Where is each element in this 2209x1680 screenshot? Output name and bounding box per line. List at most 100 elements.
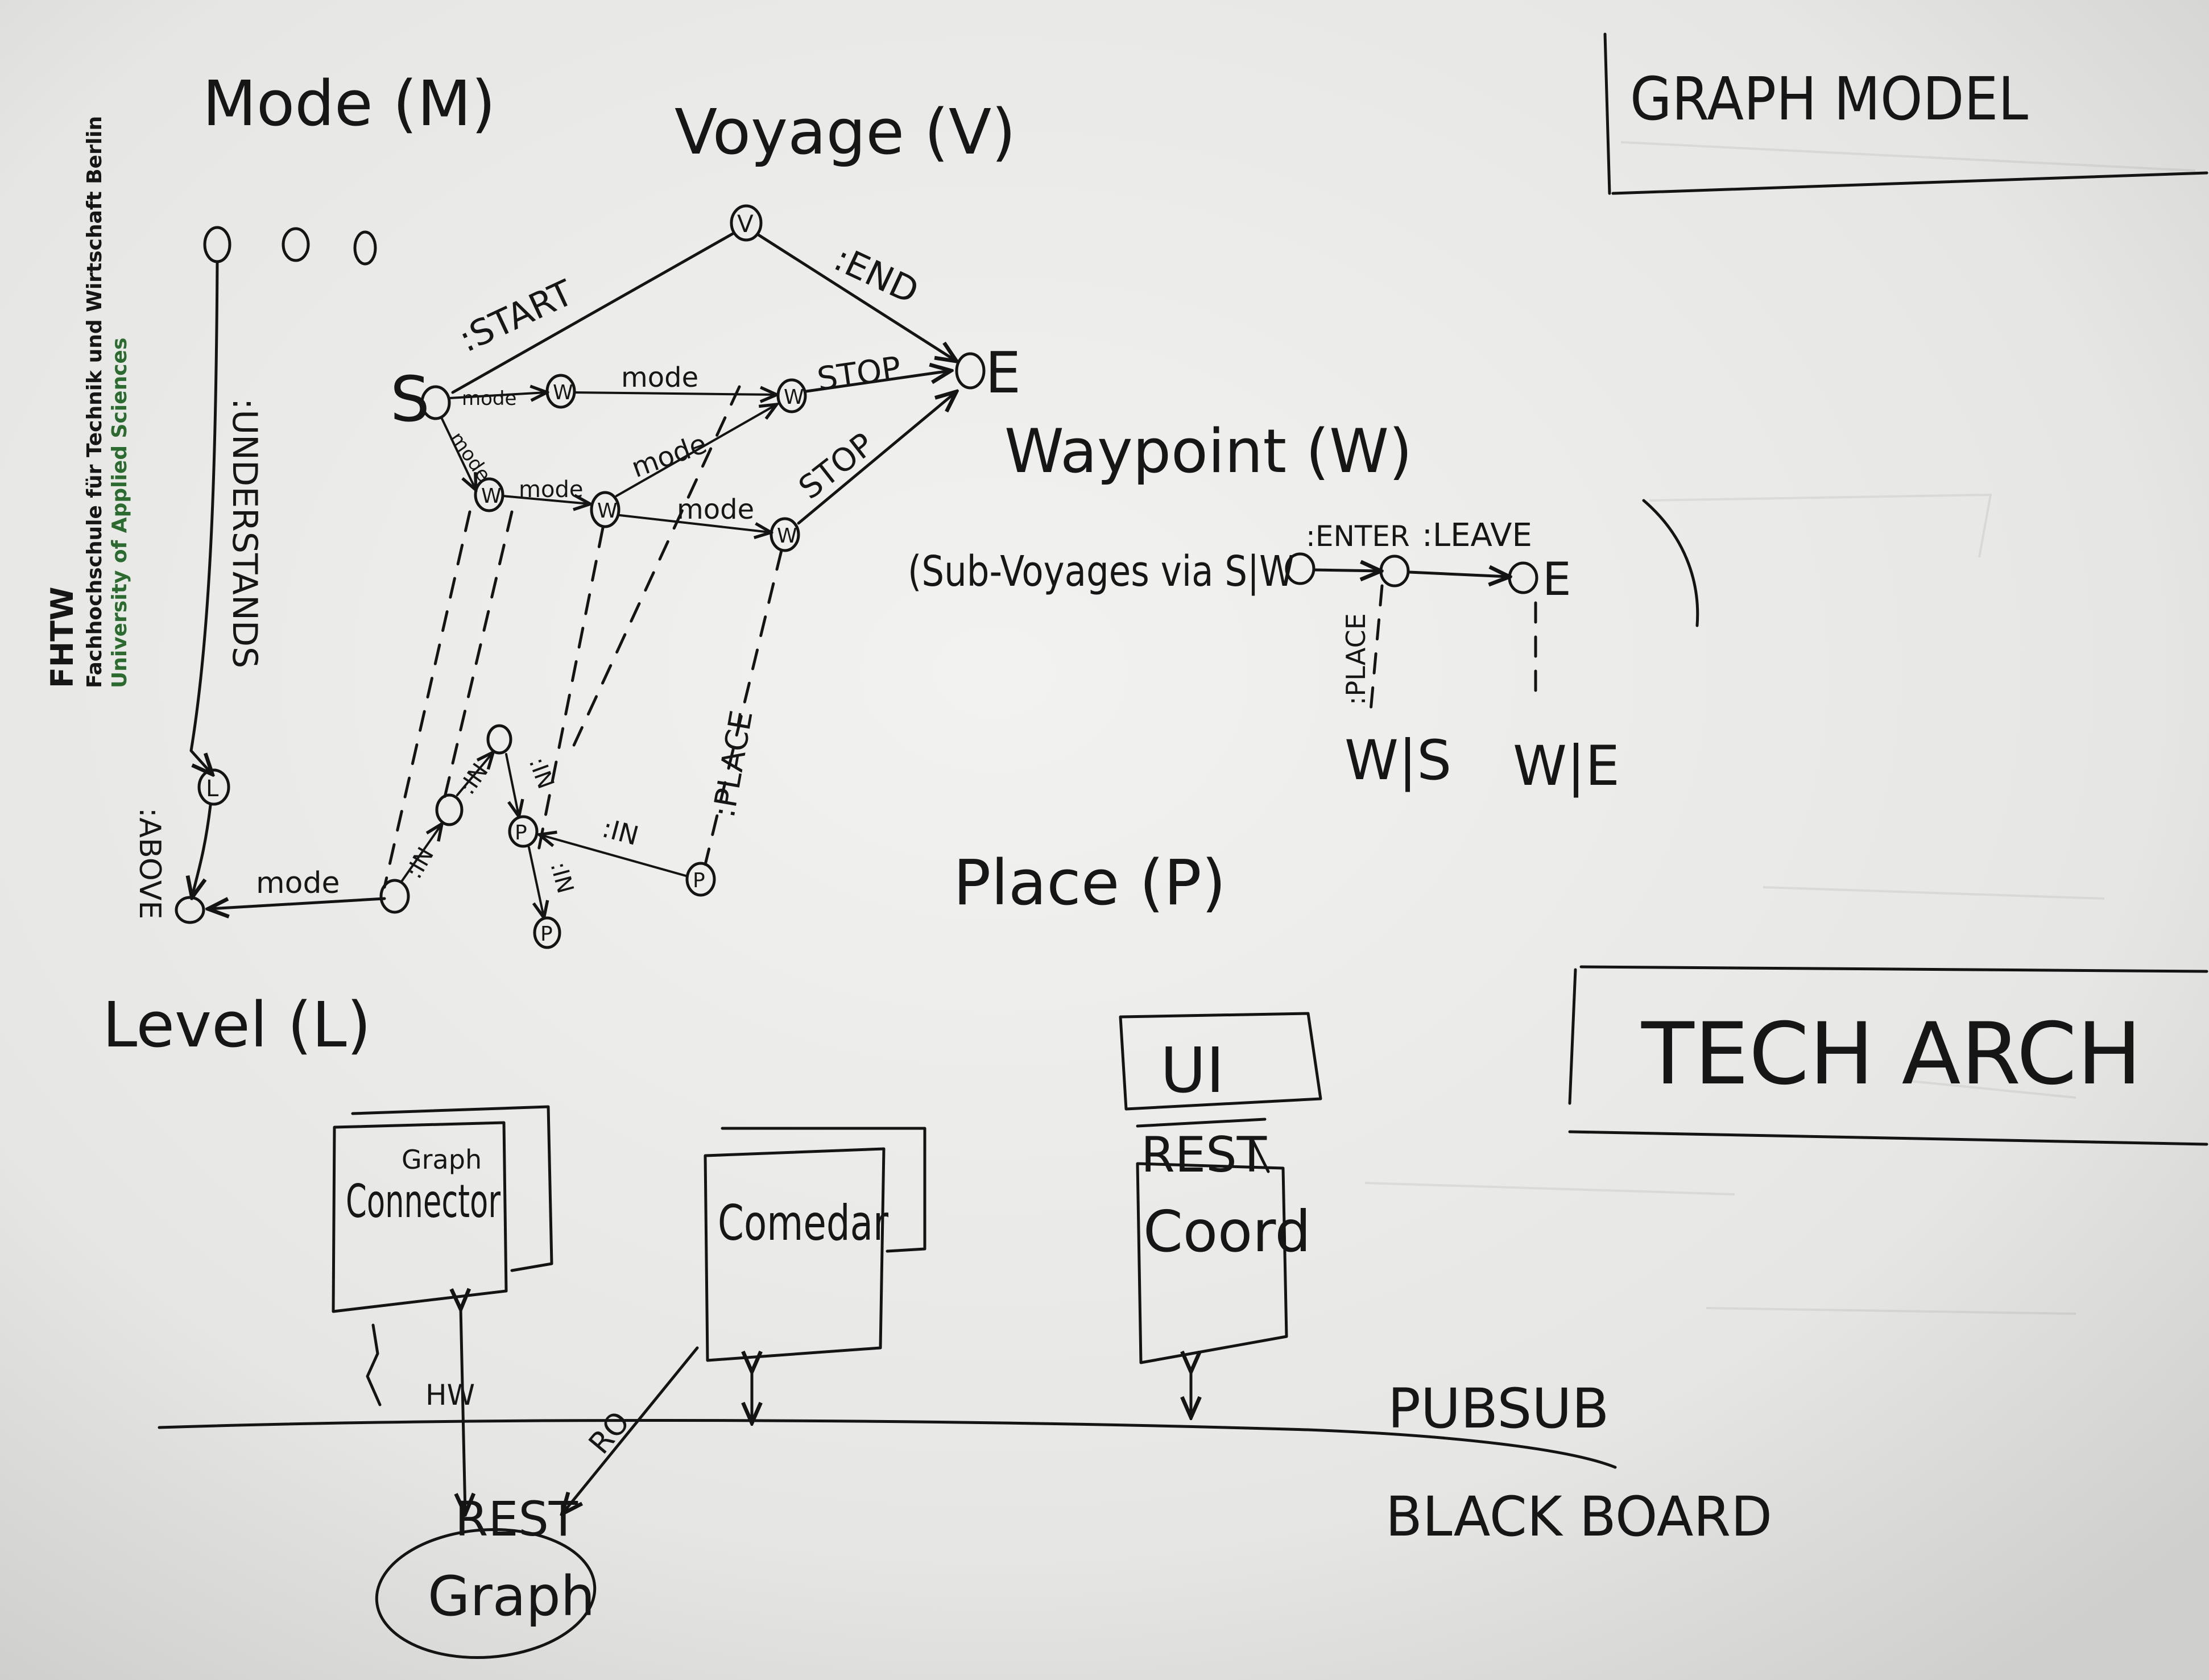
graph-connector-component: Graph Connector — [332, 1105, 553, 1313]
voyage-node — [730, 204, 763, 242]
edge-stop — [805, 371, 950, 393]
sub-label-ws: W|S — [1345, 729, 1451, 793]
edge-place-dashed — [536, 526, 605, 855]
link-hw — [461, 1308, 465, 1513]
edge-leave — [1408, 572, 1508, 577]
edge-label-mode: mode — [462, 387, 516, 410]
edge-mode — [615, 405, 776, 497]
edge-label-mode: mode — [256, 866, 340, 900]
end-node — [955, 352, 986, 390]
ui-label: UI — [1160, 1034, 1225, 1107]
tech-arch-header: TECH ARCH — [1568, 965, 2208, 1146]
edge-above — [192, 804, 212, 896]
edge-place-dashed — [567, 385, 741, 758]
bleed-through — [1364, 141, 2196, 1315]
level-node — [197, 768, 230, 806]
edge-place-dashed — [704, 549, 783, 866]
place-node — [379, 879, 410, 914]
link-ro — [563, 1346, 699, 1513]
graph-store-label: Graph — [428, 1565, 595, 1628]
waypoint-node-letter: W — [481, 485, 502, 508]
start-node — [420, 385, 451, 420]
place-node-letter: P — [540, 922, 553, 946]
edge-mode — [573, 392, 776, 395]
start-node-letter: S — [390, 363, 430, 436]
type-label-waypoint: Waypoint (W) — [1004, 416, 1412, 486]
coord-component: REST Coord — [1136, 1118, 1311, 1364]
edge-end — [756, 233, 955, 361]
waypoint-node-letter: W — [597, 499, 618, 523]
edge-label-above: :ABOVE — [133, 808, 167, 919]
graph-model-title: GRAPH MODEL — [1630, 64, 2028, 134]
edge-label-leave: :LEAVE — [1422, 517, 1532, 554]
graph-store-rest: REST — [455, 1491, 578, 1547]
edge-label-enter: :ENTER — [1306, 520, 1410, 553]
link-squiggle — [366, 1323, 382, 1406]
edge-mode — [619, 514, 770, 532]
place-node-letter: P — [515, 821, 527, 845]
type-label-voyage: Voyage (V) — [675, 96, 1016, 168]
voyage-node-letter: V — [737, 210, 754, 238]
place-node-letter: P — [693, 869, 705, 892]
edge-mode-level — [209, 899, 386, 909]
edge-place-sub — [1369, 584, 1384, 713]
place-node — [486, 724, 512, 755]
link-hw-label: HW — [425, 1379, 475, 1412]
graph-store: REST Graph — [375, 1491, 597, 1660]
fhtw-logo: FHTW Fachhochschule für Technik und Wirt… — [44, 116, 131, 688]
type-label-mode: Mode (M) — [202, 67, 495, 140]
edge-in — [456, 753, 493, 796]
place-node — [685, 862, 716, 897]
edge-in — [505, 753, 519, 816]
ui-component: UI — [1119, 1012, 1322, 1111]
pubsub-bus-line — [158, 1419, 1617, 1469]
edge-place-dashed — [383, 510, 471, 889]
sub-label-we: W|E — [1513, 734, 1620, 798]
edge-enter — [1312, 570, 1380, 571]
edge-mode — [440, 416, 475, 489]
mode-node — [282, 227, 310, 262]
connector-component: Comedar — [704, 1127, 926, 1362]
coord-label: Coord — [1143, 1198, 1311, 1265]
edge-mode — [448, 392, 546, 398]
edge-understands — [189, 260, 219, 773]
type-label-level: Level (L) — [102, 988, 371, 1061]
bus-label-blackboard: BLACK BOARD — [1385, 1485, 1772, 1549]
connector-label: Comedar — [718, 1195, 888, 1252]
bus-label-pubsub: PUBSUB — [1388, 1377, 1609, 1441]
edge-place-dashed — [442, 510, 514, 804]
sub-end-letter: E — [1542, 553, 1571, 606]
edge-in — [528, 846, 544, 917]
end-node-letter: E — [985, 340, 1021, 406]
graph-connector-small: Graph — [402, 1144, 482, 1175]
logo-school: Fachhochschule für Technik und Wirtschaf… — [83, 116, 106, 688]
edge-label-mode: mode — [677, 494, 754, 525]
waypoint-node-letter: W — [777, 524, 797, 548]
waypoint-nodes: W W W W W — [474, 374, 807, 552]
logo-brand: FHTW — [44, 587, 80, 688]
level-node-letter: L — [206, 776, 219, 802]
type-label-place: Place (P) — [953, 846, 1226, 919]
edge-label-understands: :UNDERSTANDS — [225, 398, 264, 668]
edge-in — [540, 835, 687, 877]
sub-voyage-note: (Sub-Voyages via S|W — [908, 547, 1294, 596]
mode-node — [353, 230, 377, 266]
edge-stop — [797, 392, 955, 525]
edge-start — [451, 231, 735, 394]
tech-arch-title: TECH ARCH — [1641, 1005, 2142, 1104]
waypoint-node-letter: W — [784, 386, 804, 409]
edge-label-place: :PLACE — [1341, 613, 1371, 705]
bracket-curve — [1642, 499, 1699, 627]
edge-mode — [502, 496, 589, 504]
edge-in — [400, 825, 441, 883]
coord-rest-label: REST — [1141, 1127, 1267, 1184]
graph-model-header: GRAPH MODEL — [1603, 32, 2208, 195]
place-node — [435, 793, 464, 826]
logo-tagline: University of Applied Sciences — [108, 338, 131, 688]
edge-label-mode: mode — [621, 362, 698, 394]
edge-label-mode: mode — [519, 477, 583, 503]
graph-connector-label: Connector — [346, 1175, 500, 1228]
waypoint-node-letter: W — [553, 381, 573, 404]
